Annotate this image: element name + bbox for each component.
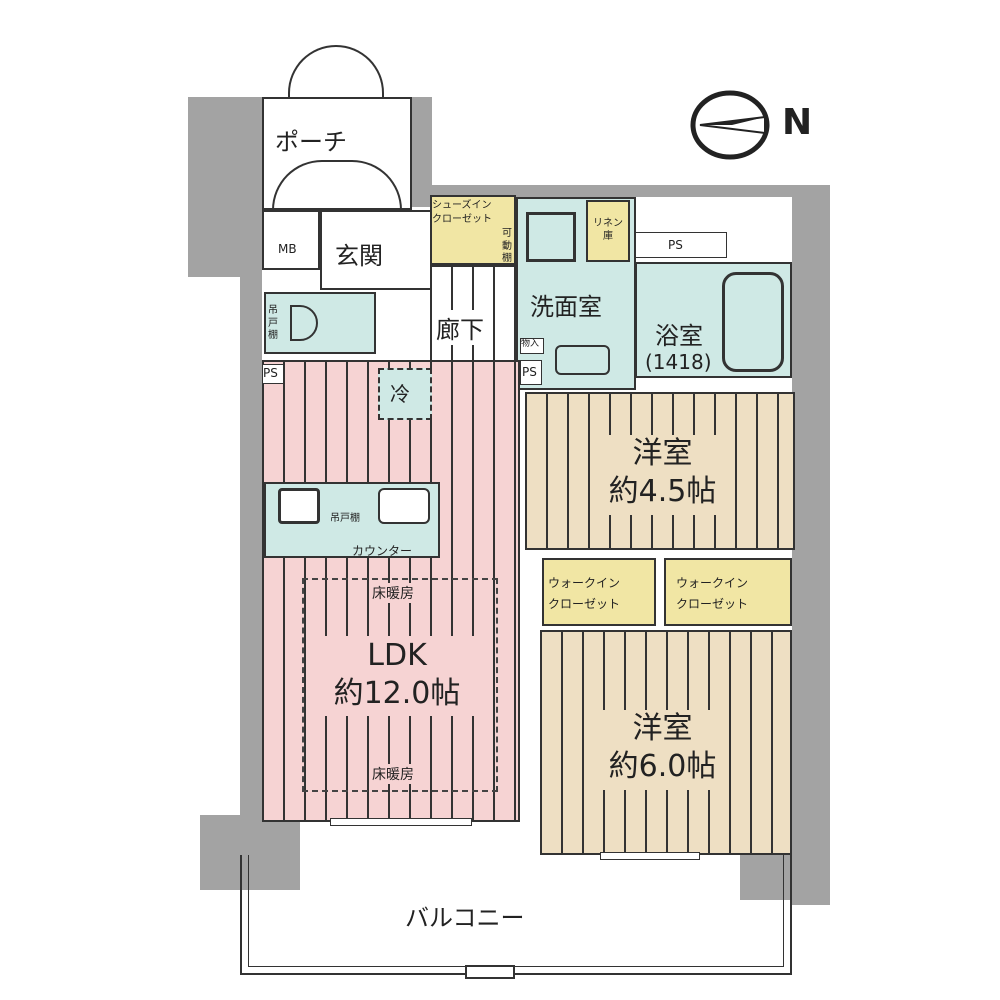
compass-icon xyxy=(690,90,770,160)
sink xyxy=(378,488,430,524)
wic1-label-1: ウォークイン xyxy=(548,576,621,590)
ps-left xyxy=(262,364,284,384)
stove-icon xyxy=(278,488,320,524)
storage-small[interactable] xyxy=(520,338,544,354)
counter-label: カウンター xyxy=(352,544,413,558)
floor-heat-top-label: 床暖房 xyxy=(372,583,414,603)
ps-top-label: PS xyxy=(668,238,683,252)
window-room2[interactable] xyxy=(600,852,700,860)
shoe-closet-label-1: シューズイン xyxy=(432,200,492,211)
wall-porch-right xyxy=(410,97,432,207)
walk-in-closet-1[interactable] xyxy=(542,558,656,626)
ps-mid xyxy=(520,360,542,385)
linen-closet[interactable] xyxy=(586,200,630,262)
mb-label: MB xyxy=(278,242,297,256)
room1-label-bg xyxy=(600,435,725,515)
ldk-size-label: 約12.0帖 xyxy=(333,676,461,711)
room2-size-label: 約6.0帖 xyxy=(608,749,717,784)
toilet-shelf-label: 吊戸棚 xyxy=(268,305,278,341)
fridge-space xyxy=(378,368,432,420)
entrance-label: 玄関 xyxy=(335,242,383,270)
walk-in-closet-2[interactable] xyxy=(664,558,792,626)
balcony-drain xyxy=(465,965,515,979)
kitchen-shelf-label: 吊戸棚 xyxy=(330,513,360,524)
shoe-closet[interactable] xyxy=(430,195,516,265)
bath-size-label: (1418) xyxy=(645,350,712,374)
corridor-label: 廊下 xyxy=(436,310,484,345)
western-room-1 xyxy=(525,392,795,550)
bathtub xyxy=(722,272,784,372)
room2-label-bg xyxy=(600,710,725,790)
toilet xyxy=(264,292,376,354)
wic1-label-2: クローゼット xyxy=(548,597,621,611)
floor-heat-bottom-label: 床暖房 xyxy=(372,764,414,784)
wall-left xyxy=(188,97,262,277)
floor-heating-area xyxy=(302,578,498,792)
wall-top xyxy=(410,185,830,197)
mb-box xyxy=(262,210,320,270)
door-porch[interactable] xyxy=(288,45,384,97)
washing-machine-pan xyxy=(526,212,576,262)
toilet-bowl xyxy=(290,305,318,341)
movable-shelf-label: 可動棚 xyxy=(502,228,512,264)
bathroom xyxy=(635,262,792,378)
wall-pillar-bl xyxy=(200,815,300,890)
ps-mid-label: PS xyxy=(522,365,537,379)
balcony xyxy=(240,855,792,975)
wic2-label-2: クローゼット xyxy=(676,597,749,611)
porch-label: ポーチ xyxy=(275,128,347,156)
window-ldk[interactable] xyxy=(330,818,472,826)
room2-label: 洋室 xyxy=(632,711,693,746)
fridge-label: 冷 xyxy=(390,382,410,406)
compass-north-label: N xyxy=(782,102,813,143)
shoe-closet-label-2: クローゼット xyxy=(432,214,492,225)
balcony-rail xyxy=(248,855,784,967)
wic2-label-1: ウォークイン xyxy=(676,576,749,590)
washroom-label: 洗面室 xyxy=(530,293,602,321)
wall-right xyxy=(792,185,830,905)
ldk-label-bg xyxy=(312,636,482,716)
storage-small-label: 物入 xyxy=(521,339,540,349)
ps-top xyxy=(635,232,727,258)
room1-size-label: 約4.5帖 xyxy=(608,474,717,509)
bath-label: 浴室 xyxy=(655,322,703,350)
ps-left-label: PS xyxy=(263,366,278,380)
ldk-label: LDK xyxy=(367,638,427,673)
wall-left-lower xyxy=(240,270,262,820)
washbasin xyxy=(555,345,610,375)
room1-label: 洋室 xyxy=(632,436,693,471)
balcony-label: バルコニー xyxy=(405,904,525,932)
linen-label: リネン庫 xyxy=(593,218,623,242)
